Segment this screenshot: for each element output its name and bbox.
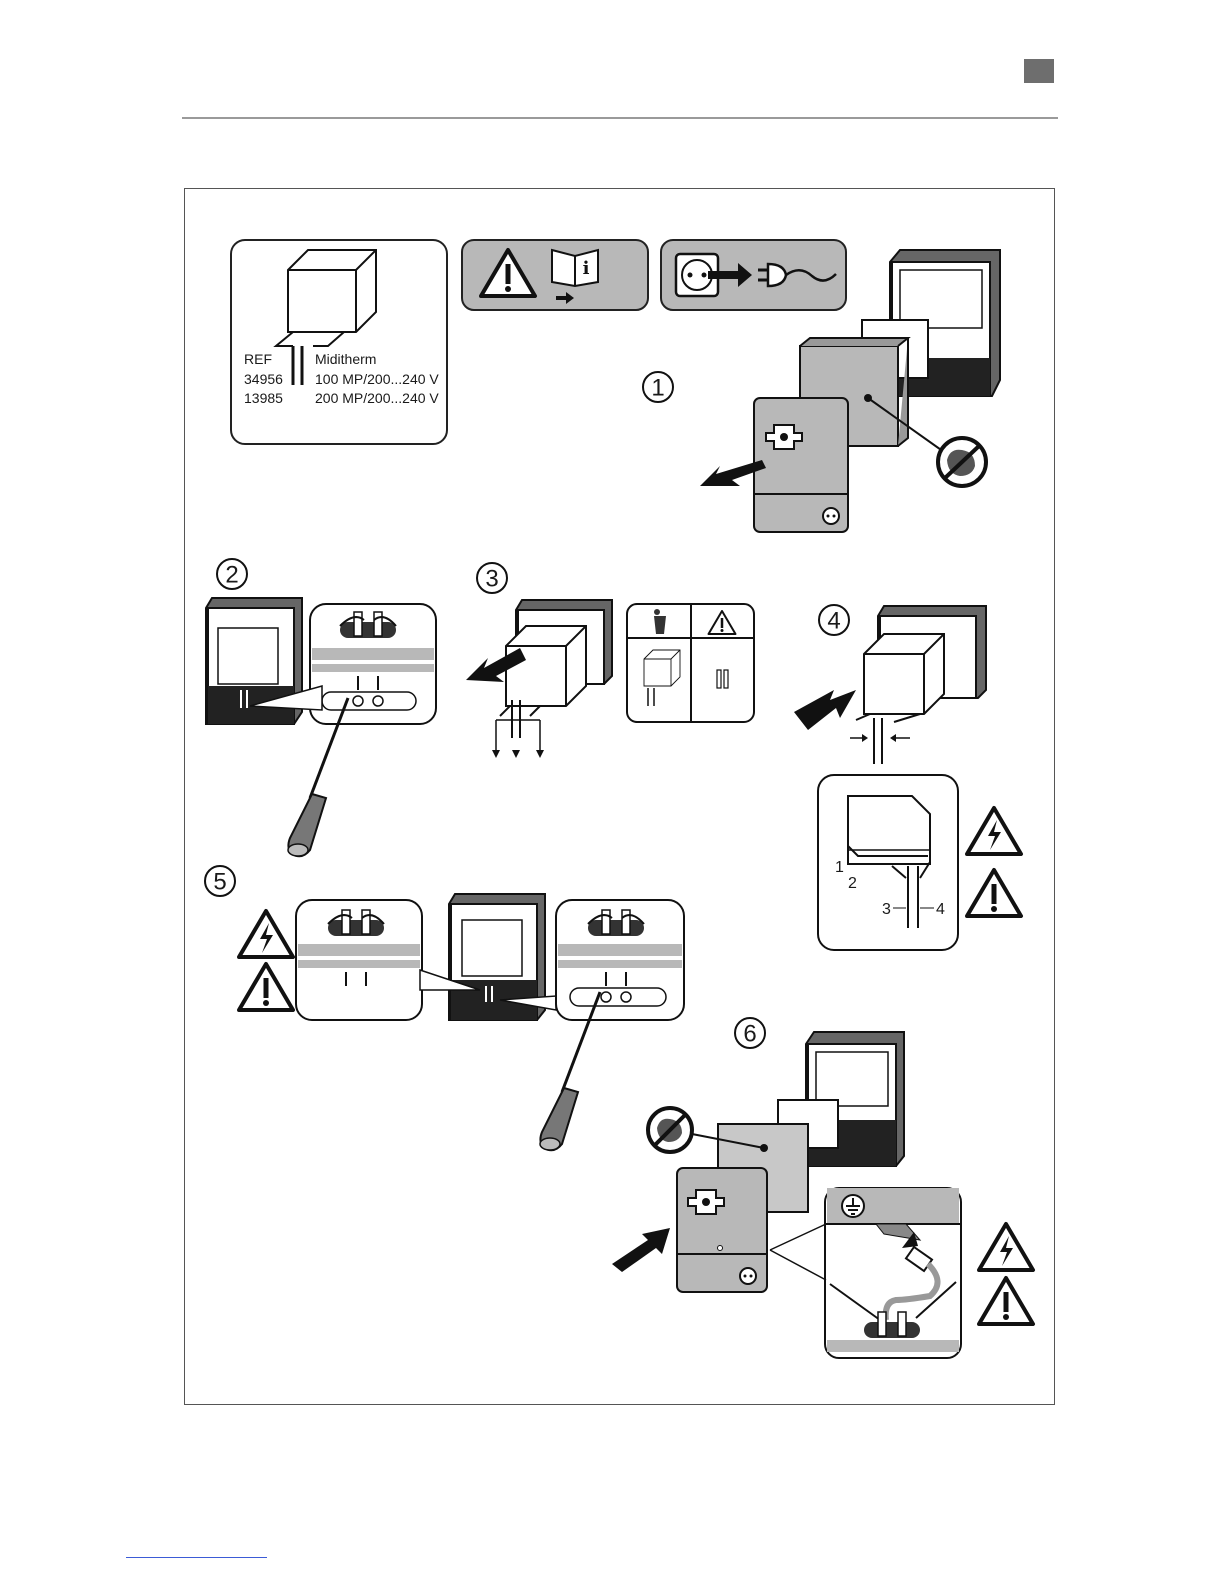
step-3: 3	[466, 563, 754, 758]
step-6: 6	[612, 1018, 1033, 1358]
insert-cover-arrow	[612, 1228, 670, 1272]
model-200mp: 200 MP/200...240 V	[315, 390, 439, 406]
detail-label-4: 4	[936, 901, 945, 918]
model-header: Miditherm	[315, 351, 376, 367]
step-2: 2	[206, 559, 436, 856]
high-voltage-icon	[239, 911, 293, 957]
step-5-number: 5	[213, 869, 226, 896]
read-manual-panel: i	[462, 240, 648, 310]
step-5: 5	[205, 866, 684, 1150]
warning-triangle-icon	[239, 964, 293, 1010]
detail-label-1: 1	[835, 859, 844, 876]
insert-arrow	[794, 690, 856, 730]
model-100mp: 100 MP/200...240 V	[315, 371, 439, 387]
ground-symbol-icon	[842, 1195, 864, 1217]
warning-triangle-icon	[979, 1278, 1033, 1324]
high-voltage-icon	[967, 808, 1021, 854]
detail-label-3: 3	[882, 901, 891, 918]
footer-link-underline	[126, 1557, 267, 1558]
step-4-number: 4	[827, 608, 840, 635]
ref-13985: 13985	[244, 390, 283, 406]
unplug-panel	[661, 240, 846, 310]
step-4: 4 1 2 3 4	[794, 605, 1021, 950]
step-2-number: 2	[225, 562, 238, 589]
step-3-number: 3	[485, 566, 498, 593]
step-1-number: 1	[651, 375, 664, 402]
warning-triangle-icon	[967, 870, 1021, 916]
high-voltage-icon	[979, 1224, 1033, 1270]
detail-label-2: 2	[848, 875, 857, 892]
step-6-number: 6	[743, 1021, 756, 1048]
esd-gloves-icon	[648, 1108, 692, 1152]
esd-gloves-icon	[938, 438, 986, 486]
ref-header: REF	[244, 351, 272, 367]
svg-text:i: i	[583, 258, 590, 279]
reference-card: REF 34956 13985 Miditherm 100 MP/200...2…	[231, 240, 447, 444]
ref-34956: 34956	[244, 371, 283, 387]
